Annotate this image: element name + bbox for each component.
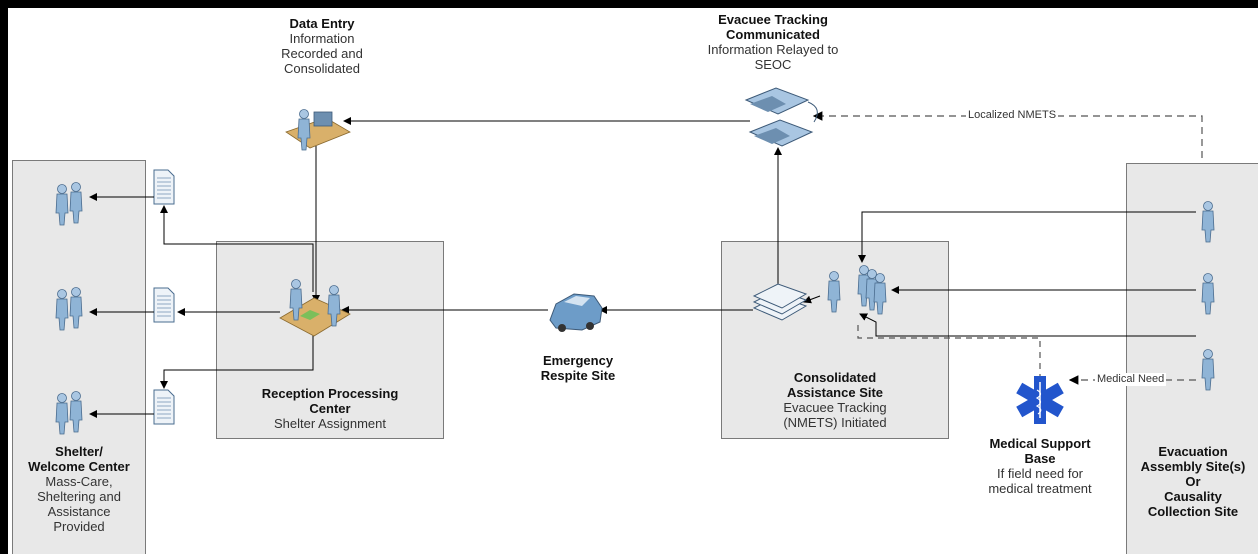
telephone-icon — [744, 87, 818, 147]
assembly-person-3 — [1201, 349, 1215, 391]
document-icon-bottom — [153, 389, 175, 425]
medical-support-label: Medical Support Base If field need for m… — [988, 436, 1092, 496]
reception-desk-icon — [279, 279, 351, 337]
consolidated-people-group — [827, 265, 887, 315]
reception-region — [216, 241, 444, 439]
localized-nmets-label: Localized NMETS — [966, 109, 1059, 122]
assembly-person-1 — [1201, 201, 1215, 243]
car-icon — [549, 293, 603, 332]
document-icon-mid — [153, 287, 175, 323]
star-of-life-icon — [1016, 376, 1064, 424]
respite-label: Emergency Respite Site — [540, 353, 616, 383]
data-entry-label: Data Entry Information Recorded and Cons… — [281, 16, 363, 76]
shelter-region — [12, 160, 146, 554]
paper-stack-icon — [752, 283, 808, 321]
assembly-region — [1126, 163, 1258, 554]
tracking-label: Evacuee Tracking Communicated Informatio… — [707, 12, 839, 72]
medical-need-label: Medical Need — [1095, 373, 1167, 386]
assembly-label: Evacuation Assembly Site(s) Or Causality… — [1140, 444, 1246, 519]
data-entry-workstation-icon — [285, 109, 351, 151]
document-icon-top — [153, 169, 175, 205]
shelter-people-bottom — [55, 391, 83, 435]
shelter-label: Shelter/ Welcome Center Mass-Care, Shelt… — [28, 444, 130, 534]
shelter-people-mid — [55, 287, 83, 331]
assembly-person-2 — [1201, 273, 1215, 315]
shelter-people-top — [55, 182, 83, 226]
reception-label: Reception Processing Center Shelter Assi… — [261, 386, 399, 431]
flow-connectors — [55, 87, 1215, 435]
consolidated-label: Consolidated Assistance Site Evacuee Tra… — [783, 370, 887, 430]
